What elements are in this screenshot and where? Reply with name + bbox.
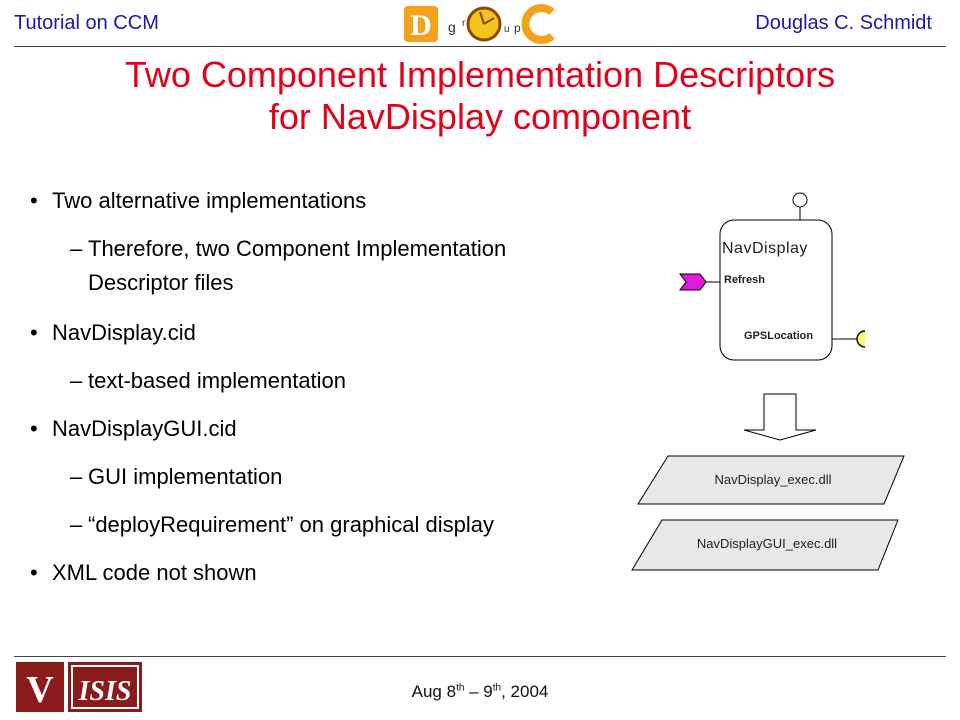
header-right-text: Douglas C. Schmidt bbox=[755, 12, 932, 34]
gps-receptacle-icon bbox=[856, 330, 866, 348]
facet-port-icon bbox=[792, 192, 808, 208]
sub-bullet-item: –Therefore, two Component Implementation bbox=[70, 234, 506, 264]
header-left-text: Tutorial on CCM bbox=[14, 12, 159, 34]
logo-d-block bbox=[404, 6, 438, 42]
sub-bullet-mark: – bbox=[70, 512, 83, 537]
refresh-port-icon bbox=[679, 273, 707, 291]
diagram-shapes bbox=[631, 192, 905, 571]
component-diagram: NavDisplay Refresh GPSLocation NavDispla… bbox=[620, 180, 920, 600]
logo-letter-u: u bbox=[504, 24, 510, 35]
vanderbilt-v-letter: V bbox=[26, 669, 54, 711]
bullet-text: Two alternative implementations bbox=[52, 188, 367, 213]
header-divider bbox=[14, 46, 946, 47]
sub-bullet-text: Therefore, two Component Implementation bbox=[88, 236, 507, 261]
bullet-mark: • bbox=[30, 320, 38, 345]
logo-letter-d: D bbox=[410, 9, 432, 42]
doc-group-logo: D g r u p bbox=[404, 4, 555, 44]
logo-letter-p: p bbox=[514, 21, 521, 35]
sub-bullet-mark: – bbox=[70, 464, 83, 489]
logo-letter-c bbox=[521, 4, 555, 44]
component-box bbox=[719, 219, 833, 361]
bullet-mark: • bbox=[30, 188, 38, 213]
sub-bullet-continuation: Descriptor files bbox=[88, 268, 233, 298]
bullet-mark: • bbox=[30, 560, 38, 585]
isis-block bbox=[68, 662, 142, 712]
slide-title: Two Component Implementation Descriptors… bbox=[30, 54, 930, 138]
bullet-text: NavDisplayGUI.cid bbox=[52, 416, 237, 441]
dll2-label: NavDisplayGUI_exec.dll bbox=[696, 536, 838, 551]
bullet-item: • XML code not shown bbox=[30, 558, 257, 588]
logo-letter-g: g bbox=[448, 19, 456, 35]
isis-logo: V ISIS bbox=[16, 662, 142, 712]
dll1-shape bbox=[637, 455, 905, 505]
bullet-item: • NavDisplayGUI.cid bbox=[30, 414, 237, 444]
footer-date-end: , 2004 bbox=[501, 682, 549, 701]
bullet-item: • Two alternative implementations bbox=[30, 186, 366, 216]
bullet-mark: • bbox=[30, 416, 38, 441]
gps-port-label: GPSLocation bbox=[744, 330, 814, 342]
footer-date-sup1: th bbox=[456, 682, 465, 694]
sub-bullet-text: text-based implementation bbox=[88, 368, 347, 393]
sub-bullet-item: –text-based implementation bbox=[70, 366, 346, 396]
footer-date-start: Aug 8 bbox=[411, 682, 457, 701]
sub-bullet-text: GUI implementation bbox=[88, 464, 283, 489]
down-arrow-icon bbox=[743, 393, 817, 441]
dll1-label: NavDisplay_exec.dll bbox=[714, 472, 832, 487]
component-name-label: NavDisplay bbox=[722, 240, 808, 257]
logo-letter-r: r bbox=[462, 18, 466, 29]
footer-date-sup2: th bbox=[492, 682, 502, 694]
slide-title-line1: Two Component Implementation Descriptors bbox=[124, 54, 836, 95]
bullet-item: • NavDisplay.cid bbox=[30, 318, 196, 348]
dll2-shape bbox=[631, 519, 899, 571]
slide-title-line2: for NavDisplay component bbox=[268, 96, 692, 137]
footer-date: Aug 8th – 9th, 2004 bbox=[0, 682, 960, 702]
bullet-text: XML code not shown bbox=[52, 560, 257, 585]
sub-bullet-item: –“deployRequirement” on graphical displa… bbox=[70, 510, 494, 540]
sub-bullet-text: Descriptor files bbox=[88, 270, 234, 295]
vanderbilt-block bbox=[16, 662, 64, 712]
sub-bullet-mark: – bbox=[70, 236, 83, 261]
refresh-port-label: Refresh bbox=[724, 274, 765, 286]
sub-bullet-item: –GUI implementation bbox=[70, 462, 282, 492]
footer-date-mid: – 9 bbox=[464, 682, 493, 701]
footer-divider bbox=[14, 656, 946, 657]
bullet-text: NavDisplay.cid bbox=[52, 320, 196, 345]
sub-bullet-mark: – bbox=[70, 368, 83, 393]
isis-text: ISIS bbox=[78, 676, 132, 707]
sub-bullet-text: “deployRequirement” on graphical display bbox=[88, 512, 495, 537]
